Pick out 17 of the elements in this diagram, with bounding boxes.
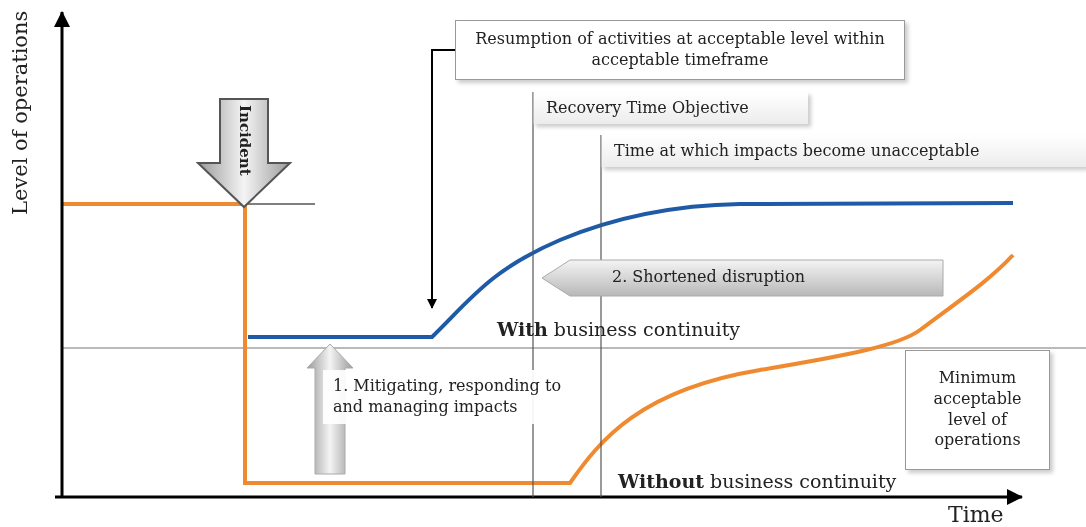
node-text: Time at which impacts become unacceptable	[614, 141, 980, 162]
axis-title: Time	[948, 502, 1004, 527]
node-text: Resumption of activities at acceptable level within acceptable timeframe	[474, 29, 886, 71]
node-text: Incident	[234, 105, 254, 176]
axis-title: Level of operations	[8, 10, 32, 215]
curve-label: With business continuity	[497, 318, 741, 340]
node-text: Recovery Time Objective	[546, 98, 749, 119]
block-arrow	[540, 258, 945, 298]
node-text: 2. Shortened disruption	[612, 267, 806, 288]
text-box	[905, 350, 1050, 470]
label-tab	[601, 135, 1086, 167]
label-tab	[533, 92, 808, 124]
text-box	[455, 20, 905, 80]
leader-arrow	[427, 49, 456, 309]
block-arrow	[196, 97, 292, 209]
node-text: Minimum acceptable level of operations	[932, 368, 1023, 452]
curve-label: Without business continuity	[618, 470, 897, 492]
